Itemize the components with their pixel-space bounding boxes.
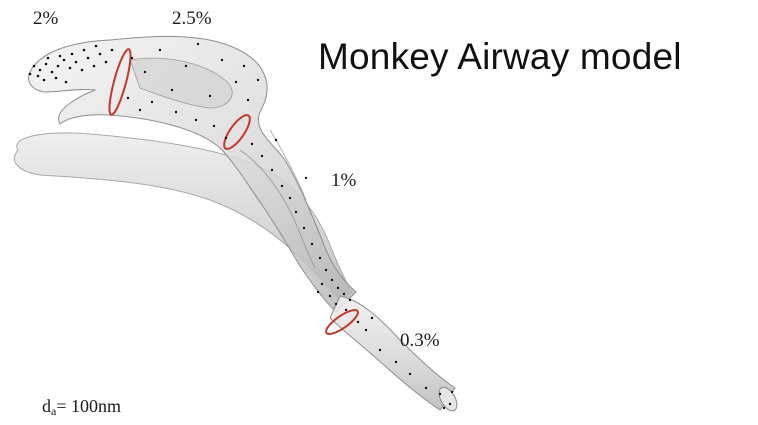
label-pharynx-percent: 1% (331, 170, 356, 192)
diameter-value: = 100nm (56, 396, 121, 416)
trachea (330, 296, 455, 410)
label-nasal-back-percent: 2.5% (172, 8, 212, 30)
particle-diameter-label: da= 100nm (42, 396, 121, 419)
label-nasal-front-percent: 2% (33, 8, 58, 30)
label-trachea-percent: 0.3% (400, 330, 440, 352)
diameter-symbol: d (42, 396, 51, 416)
figure-title: Monkey Airway model (318, 36, 682, 78)
